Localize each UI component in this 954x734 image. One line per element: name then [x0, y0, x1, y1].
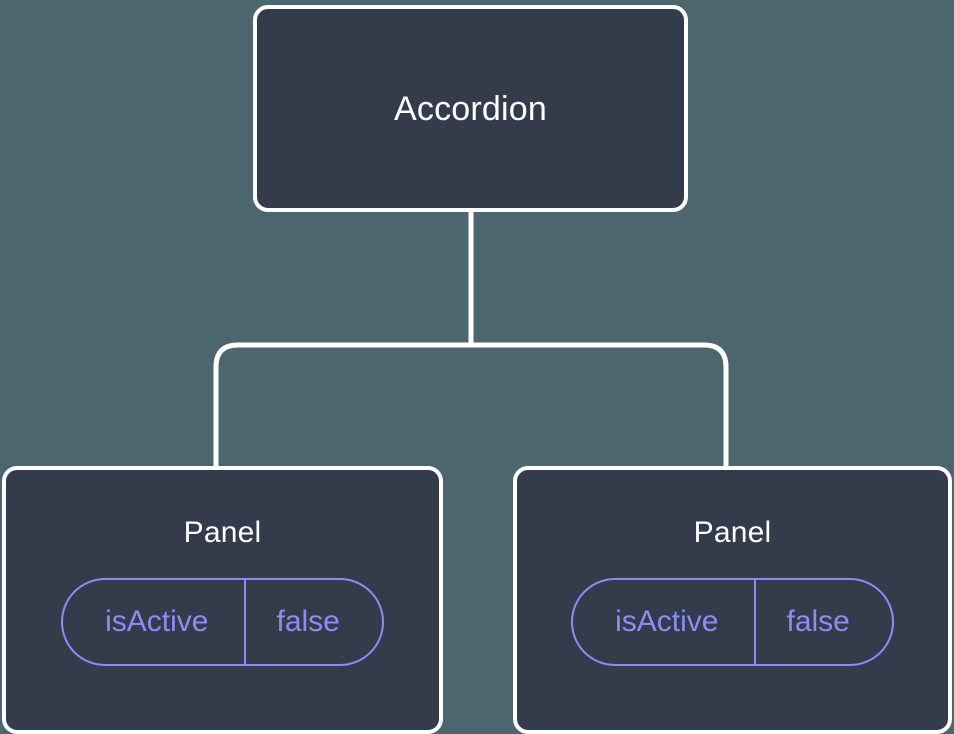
prop-value: false — [244, 580, 381, 664]
edge-root-to-panel-2 — [471, 342, 729, 470]
edge-root-to-panel-1 — [213, 342, 471, 470]
node-panel-2[interactable]: Panel isActive false — [513, 466, 952, 734]
prop-key: isActive — [615, 605, 719, 638]
prop-key: isActive — [105, 605, 209, 638]
node-title: Panel — [183, 516, 262, 549]
node-panel-1[interactable]: Panel isActive false — [2, 466, 443, 734]
node-accordion[interactable]: Accordion — [253, 5, 688, 212]
node-title: Accordion — [394, 89, 547, 128]
node-title: Panel — [693, 516, 772, 549]
prop-value: false — [754, 580, 891, 664]
prop-pill-isactive[interactable]: isActive false — [61, 578, 384, 666]
prop-pill-isactive[interactable]: isActive false — [571, 578, 894, 666]
